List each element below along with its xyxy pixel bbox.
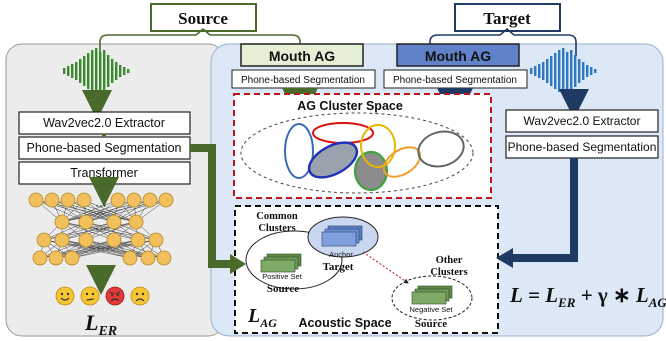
source-title-box	[150, 3, 257, 32]
target-segmentation-label: Phone-based Segmentation	[508, 140, 657, 154]
source-extractor-label: Wav2vec2.0 Extractor	[43, 116, 165, 130]
negative-set-stack-icon	[411, 285, 453, 305]
network-edge	[61, 199, 119, 223]
network-ellipsis-top: ···	[95, 198, 107, 212]
network-ellipsis-mid: ···	[95, 221, 107, 235]
mouth-ag-right-box	[396, 43, 520, 67]
contrastive-arrow	[362, 251, 409, 284]
emotion-faces	[55, 286, 150, 306]
network-edge	[43, 221, 87, 241]
network-edge	[85, 239, 149, 259]
network-node	[44, 192, 60, 208]
network-edge	[71, 239, 115, 259]
network-node	[60, 192, 76, 208]
target-title: Target	[483, 9, 531, 28]
acoustic-source-right-label: Source	[415, 318, 447, 330]
acoustic-common-clusters-2: Clusters	[258, 223, 295, 234]
network-node	[130, 232, 146, 248]
ag-cluster-dark-blue-gray	[307, 141, 359, 179]
network-node	[28, 192, 44, 208]
network-node	[106, 232, 122, 248]
loss-er-label: LER	[84, 310, 117, 339]
target-extractor-box	[505, 109, 659, 133]
ag-cluster-space-title: AG Cluster Space	[297, 99, 403, 113]
transformer-network: ··· ···	[28, 192, 174, 266]
source-segmentation-label: Phone-based Segmentation	[27, 141, 182, 155]
network-node	[54, 232, 70, 248]
source-title: Source	[178, 9, 228, 28]
acoustic-space-title: Acoustic Space	[298, 316, 391, 330]
source-to-acoustic-arrow	[190, 144, 232, 268]
network-node	[48, 250, 64, 266]
mouth-ag-left-segmentation-label: Phone-based Segmentation	[241, 75, 365, 86]
mouth-ag-left-label: Mouth AG	[269, 48, 335, 64]
network-edge	[85, 221, 139, 241]
positive-set-stack-icon	[260, 253, 302, 273]
negative-set-label: Negative Set	[410, 305, 454, 314]
network-node	[148, 232, 164, 248]
network-edge	[61, 221, 137, 241]
network-node	[54, 214, 70, 230]
loss-ag-label: LAG	[247, 305, 277, 330]
source-to-acoustic-arrowhead	[230, 254, 246, 274]
mouth-ag-right-segmentation-label: Phone-based Segmentation	[393, 75, 517, 86]
network-edge	[39, 239, 87, 259]
target-segmentation-box	[505, 135, 659, 159]
total-loss-formula: L = LER + γ ∗ LAG	[509, 283, 666, 310]
network-node	[128, 214, 144, 230]
network-node	[158, 192, 174, 208]
target-title-box	[454, 3, 561, 32]
anchor-stack-icon	[321, 225, 363, 247]
network-node	[78, 214, 94, 230]
acoustic-source-left-label: Source	[267, 283, 299, 295]
network-edge	[85, 221, 137, 241]
network-node	[64, 250, 80, 266]
network-node	[106, 214, 122, 230]
source-bracket	[99, 27, 301, 56]
other-clusters-2: Clusters	[430, 267, 467, 278]
positive-set-label: Positive Set	[262, 272, 303, 281]
neutral-face-icon	[80, 286, 100, 306]
ag-cluster-boundary	[240, 112, 474, 194]
network-node	[126, 192, 142, 208]
target-waveform-icon	[530, 48, 597, 94]
network-node	[110, 192, 126, 208]
network-node	[76, 192, 92, 208]
target-to-acoustic-arrowhead	[496, 248, 513, 268]
happy-face-icon	[55, 286, 75, 306]
network-node	[36, 232, 52, 248]
network-node	[142, 192, 158, 208]
anchor-label: Anchor	[329, 250, 353, 259]
network-node	[156, 250, 172, 266]
network-edge	[61, 221, 115, 241]
network-node	[32, 250, 48, 266]
angry-face-icon	[105, 286, 125, 306]
ag-cluster-yellow	[360, 124, 396, 168]
target-to-acoustic-arrow	[510, 158, 578, 262]
network-edge	[85, 239, 131, 259]
source-transformer-label: Transformer	[70, 166, 138, 180]
other-clusters-1: Other	[436, 255, 463, 266]
acoustic-target-label: Target	[323, 261, 354, 273]
target-bracket	[429, 27, 577, 56]
sad-face-icon	[130, 286, 150, 306]
network-edge	[85, 199, 135, 223]
network-node	[78, 232, 94, 248]
mouth-ag-right-label: Mouth AG	[425, 48, 491, 64]
ag-cluster-gray	[417, 130, 465, 168]
source-waveform-icon	[63, 48, 130, 94]
ag-cluster-blue-outline	[284, 123, 314, 179]
network-node	[122, 250, 138, 266]
ag-cluster-green-gray	[353, 150, 389, 192]
target-extractor-label: Wav2vec2.0 Extractor	[524, 114, 641, 128]
network-node	[140, 250, 156, 266]
network-edge	[67, 199, 115, 223]
mouth-ag-left-box	[240, 43, 364, 67]
network-edge	[113, 199, 167, 223]
acoustic-common-clusters-1: Common	[256, 211, 298, 222]
